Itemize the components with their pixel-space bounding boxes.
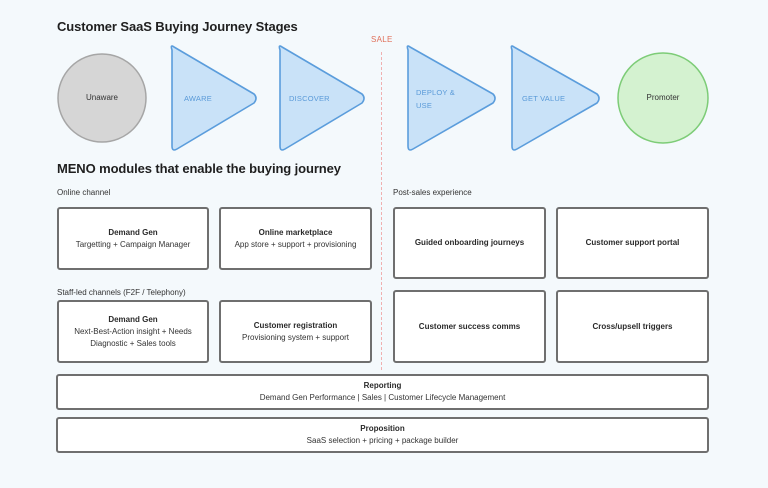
module-subtitle: App store + support + provisioning: [234, 239, 357, 249]
module-online-marketplace[interactable]: Online marketplace App store + support +…: [219, 207, 372, 270]
sale-divider-line: [381, 52, 382, 370]
stage-promoter-circle: [617, 52, 709, 144]
stage-promoter-label: Promoter: [646, 93, 680, 102]
module-subtitle: SaaS selection + pricing + package build…: [306, 436, 459, 445]
staff-led-channels-label: Staff-led channels (F2F / Telephony): [57, 288, 186, 297]
module-title: Online marketplace: [258, 227, 333, 237]
journey-stages-diagram: [57, 45, 709, 151]
module-guided-onboarding-journeys[interactable]: Guided onboarding journeys: [393, 207, 546, 279]
module-cross-upsell-triggers[interactable]: Cross/upsell triggers: [556, 290, 709, 363]
module-title: Customer support portal: [585, 238, 680, 247]
module-title: Cross/upsell triggers: [592, 321, 673, 331]
module-demand-gen-online[interactable]: Demand Gen Targetting + Campaign Manager: [57, 207, 209, 270]
module-subtitle: Targetting + Campaign Manager: [75, 239, 191, 249]
module-title: Reporting: [363, 381, 402, 390]
stage-aware-label: AWARE: [184, 94, 212, 103]
stage-aware-triangle: [170, 45, 257, 151]
online-channel-label: Online channel: [57, 188, 111, 197]
module-title: Demand Gen: [108, 227, 158, 237]
module-title: Customer registration: [253, 320, 338, 330]
module-proposition[interactable]: Proposition SaaS selection + pricing + p…: [56, 417, 709, 453]
module-subtitle-line1: Next-Best-Action insight + Needs: [74, 326, 192, 336]
stage-get-value-label: GET VALUE: [522, 94, 566, 103]
module-customer-support-portal[interactable]: Customer support portal: [556, 207, 709, 279]
stage-unaware-circle: [57, 53, 147, 143]
module-subtitle: Provisioning system + support: [242, 332, 349, 342]
stage-get-value-triangle: [510, 45, 600, 151]
module-subtitle: Demand Gen Performance | Sales | Custome…: [259, 393, 506, 402]
stage-unaware-label: Unaware: [85, 93, 118, 102]
module-title: Demand Gen: [108, 314, 158, 324]
stage-deploy-use-line2: USE: [416, 101, 433, 110]
sale-marker-label: SALE: [371, 35, 393, 44]
module-demand-gen-staff-led[interactable]: Demand Gen Next-Best-Action insight + Ne…: [57, 300, 209, 363]
module-customer-registration[interactable]: Customer registration Provisioning syste…: [219, 300, 372, 363]
stage-deploy-use-triangle: [406, 45, 496, 151]
module-title: Customer success comms: [418, 321, 521, 331]
page-title: Customer SaaS Buying Journey Stages: [57, 19, 298, 34]
modules-section-title: MENO modules that enable the buying jour…: [57, 161, 341, 176]
stage-deploy-use-label: DEPLOY & USE: [416, 86, 455, 112]
stage-discover-label: DISCOVER: [289, 94, 330, 103]
module-title: Proposition: [360, 424, 405, 433]
module-subtitle-line2: Diagnostic + Sales tools: [90, 338, 176, 348]
module-reporting[interactable]: Reporting Demand Gen Performance | Sales…: [56, 374, 709, 410]
post-sales-experience-label: Post-sales experience: [393, 188, 472, 197]
module-title: Guided onboarding journeys: [414, 238, 525, 247]
module-customer-success-comms[interactable]: Customer success comms: [393, 290, 546, 363]
stage-deploy-use-line1: DEPLOY &: [416, 88, 455, 97]
stage-discover-triangle: [278, 45, 365, 151]
